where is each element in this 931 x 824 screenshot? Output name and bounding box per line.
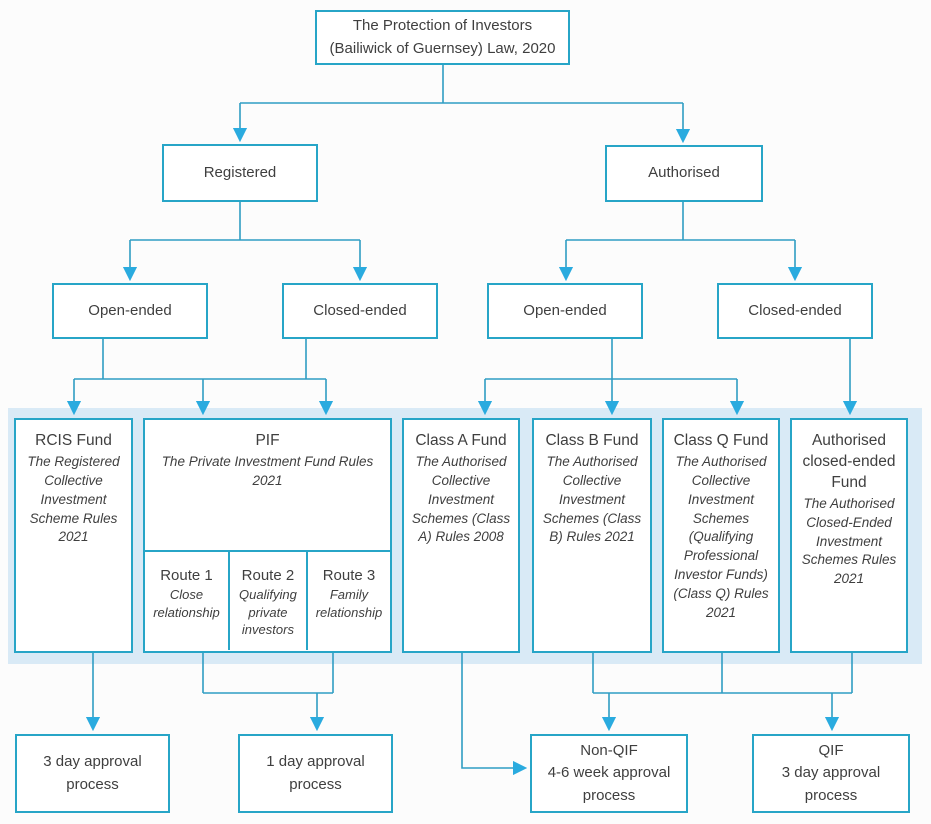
node-registered-closed-ended: Closed-ended xyxy=(282,283,438,339)
node-rcis-fund: RCIS Fund The Registered Collective Inve… xyxy=(14,418,133,653)
3-day-approval-label: 3 day approval process xyxy=(43,753,142,793)
edge-authorised-split xyxy=(558,202,803,282)
node-law: The Protection of Investors (Bailiwick o… xyxy=(315,10,570,65)
node-pif-fund: PIF The Private Investment Fund Rules 20… xyxy=(143,418,392,653)
pif-route-3: Route 3 Family relationship xyxy=(305,551,390,650)
node-1-day-approval: 1 day approval process xyxy=(238,734,393,813)
registered-open-ended-label: Open-ended xyxy=(88,301,172,319)
node-class-q-fund: Class Q Fund The Authorised Collective I… xyxy=(662,418,780,653)
class-b-fund-rules: The Authorised Collective Investment Sch… xyxy=(542,453,642,545)
edge-right-to-band xyxy=(477,339,858,416)
pif-fund-rules: The Private Investment Fund Rules 2021 xyxy=(161,453,374,488)
class-b-fund-title: Class B Fund xyxy=(545,432,639,449)
law-title-line2: (Bailiwick of Guernsey) Law, 2020 xyxy=(329,39,556,57)
non-qif-label-line2: 4-6 week approval process xyxy=(547,764,671,804)
node-class-b-fund: Class B Fund The Authorised Collective I… xyxy=(532,418,652,653)
route-1-title: Route 1 xyxy=(160,566,213,584)
node-registered: Registered xyxy=(162,144,318,202)
edge-left-to-band xyxy=(66,339,334,416)
non-qif-label-line1: Non-QIF xyxy=(580,741,638,759)
route-2-title: Route 2 xyxy=(241,566,295,584)
edge-law-to-level2 xyxy=(232,65,691,144)
pif-routes: Route 1 Close relationship Route 2 Quali… xyxy=(145,549,390,651)
class-q-fund-rules: The Authorised Collective Investment Sch… xyxy=(673,453,769,621)
node-qif-approval: QIF 3 day approval process xyxy=(752,734,910,813)
class-a-fund-title: Class A Fund xyxy=(415,432,507,449)
node-3-day-approval: 3 day approval process xyxy=(15,734,170,813)
route-1-desc: Close relationship xyxy=(153,587,220,620)
pif-fund-title: PIF xyxy=(255,432,280,449)
authorised-label: Authorised xyxy=(648,164,720,182)
node-class-a-fund: Class A Fund The Authorised Collective I… xyxy=(402,418,520,653)
authorised-open-ended-label: Open-ended xyxy=(523,301,607,319)
route-2-desc: Qualifying private investors xyxy=(239,587,297,638)
route-3-desc: Family relationship xyxy=(315,587,383,620)
node-authorised-closed-ended: Closed-ended xyxy=(717,283,873,339)
law-title-line1: The Protection of Investors xyxy=(352,17,533,34)
class-q-fund-title: Class Q Fund xyxy=(673,432,769,449)
pif-route-1: Route 1 Close relationship xyxy=(145,552,228,651)
rcis-fund-title: RCIS Fund xyxy=(35,432,112,449)
qif-label-line2: 3 day approval process xyxy=(781,764,881,804)
edge-registered-split xyxy=(122,202,368,282)
auth-ce-fund-title: Authorised closed-ended Fund xyxy=(802,432,896,491)
node-authorised-closed-ended-fund: Authorised closed-ended Fund The Authori… xyxy=(790,418,908,653)
node-authorised-open-ended: Open-ended xyxy=(487,283,643,339)
edge-band-to-outcomes xyxy=(85,653,853,776)
node-registered-open-ended: Open-ended xyxy=(52,283,208,339)
class-a-fund-rules: The Authorised Collective Investment Sch… xyxy=(411,453,511,545)
registered-label: Registered xyxy=(203,163,277,181)
route-3-title: Route 3 xyxy=(322,566,376,584)
auth-ce-fund-rules: The Authorised Closed-Ended Investment S… xyxy=(801,495,897,587)
node-authorised: Authorised xyxy=(605,145,763,202)
1-day-approval-label: 1 day approval process xyxy=(266,753,365,793)
qif-label-line1: QIF xyxy=(818,741,844,759)
authorised-closed-ended-label: Closed-ended xyxy=(748,301,842,319)
registered-closed-ended-label: Closed-ended xyxy=(313,301,407,319)
node-non-qif-approval: Non-QIF 4-6 week approval process xyxy=(530,734,688,813)
rcis-fund-rules: The Registered Collective Investment Sch… xyxy=(27,453,120,545)
pif-route-2: Route 2 Qualifying private investors xyxy=(227,551,306,650)
